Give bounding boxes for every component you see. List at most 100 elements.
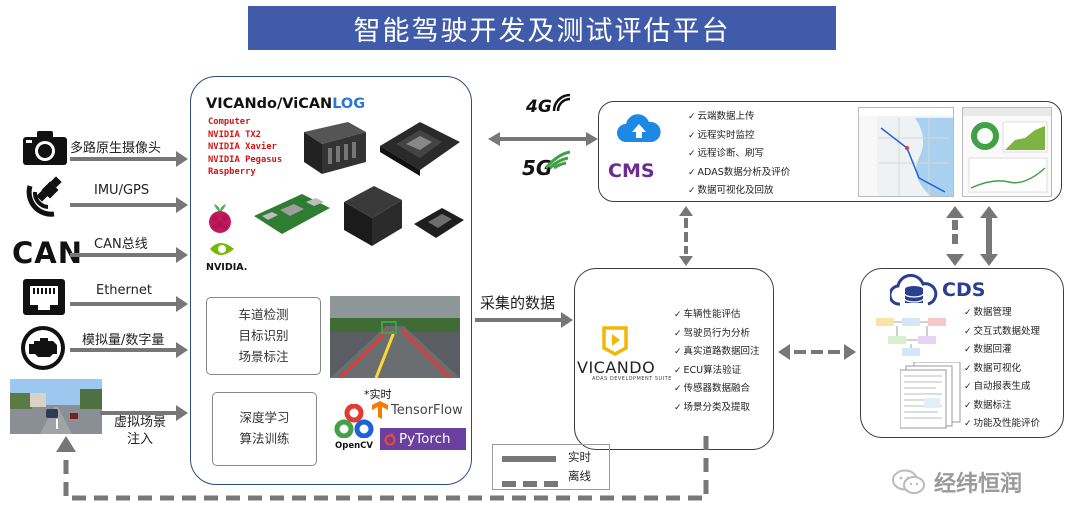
learning-item: 算法训练 bbox=[239, 431, 290, 446]
input-label-virtual-line: 虚拟场景 注入 bbox=[113, 415, 166, 447]
realtime-note: *实时 bbox=[364, 388, 392, 401]
arrow-cms-vicando bbox=[679, 206, 693, 266]
wechat-icon bbox=[892, 469, 925, 494]
satellite-icon bbox=[22, 176, 66, 220]
hardware-computer-list: Computer NVIDIA TX2 NVIDIA Xavier NVIDIA… bbox=[208, 116, 282, 179]
arrow-camera bbox=[70, 151, 188, 167]
arrow-virtual bbox=[100, 405, 188, 421]
nvidia-board-image bbox=[376, 116, 462, 178]
cds-name: CDS bbox=[942, 279, 986, 301]
virtual-scene-thumbnail bbox=[10, 379, 102, 434]
cms-feature-list: 云端数据上传 远程实时监控 远程诊断、刷写 ADAS数据分析及评价 数据可视化及… bbox=[688, 108, 791, 201]
cms-item: 云端数据上传 bbox=[688, 108, 790, 127]
arrow-can bbox=[70, 247, 188, 263]
arrow-cms-cds-dashed bbox=[946, 206, 964, 266]
vicando-item: 场景分类及提取 bbox=[674, 399, 760, 418]
collected-data-label: 采集的数据 bbox=[480, 294, 556, 312]
tensorflow-label: TensorFlow bbox=[391, 402, 463, 418]
arrow-cms-cds-solid bbox=[980, 206, 998, 266]
hardware-title-main: VICANdo/ViCAN bbox=[206, 96, 333, 112]
double-arrow-network bbox=[488, 131, 598, 146]
arrow-imu bbox=[70, 197, 188, 213]
perception-item: 车道检测 bbox=[238, 307, 289, 322]
legend-offline-label: 离线 bbox=[568, 469, 591, 483]
cms-item: 远程实时监控 bbox=[688, 127, 790, 146]
nvidia-logo: NVIDIA. bbox=[206, 238, 250, 278]
vicando-name: VICANDO bbox=[577, 358, 656, 377]
computer-item: NVIDIA Pegasus bbox=[208, 154, 283, 165]
vicando-item: ECU算法验证 bbox=[674, 362, 760, 381]
input-label-virtual: 虚拟场景 注入 bbox=[112, 414, 168, 448]
hardware-title: VICANdo/ViCANLOG bbox=[206, 96, 365, 112]
learning-item: 深度学习 bbox=[239, 410, 290, 425]
page-title: 智能驾驶开发及测试评估平台 bbox=[248, 6, 836, 50]
vicando-logo-icon bbox=[602, 326, 628, 356]
nvidia-label: NVIDIA. bbox=[206, 262, 248, 273]
computer-item: Computer bbox=[208, 117, 251, 127]
pytorch-label: PyTorch bbox=[399, 431, 451, 447]
hardware-title-log: LOG bbox=[332, 96, 366, 112]
input-label-imu: IMU/GPS bbox=[94, 183, 150, 198]
offline-return-path bbox=[54, 436, 714, 506]
ethernet-port-icon bbox=[23, 279, 65, 315]
industrial-computer-image bbox=[298, 118, 370, 176]
cds-item: 自动报表生成 bbox=[964, 378, 1040, 397]
cds-item: 交互式数据处理 bbox=[964, 323, 1041, 342]
cms-item: 数据可视化及回放 bbox=[688, 182, 790, 201]
vicando-item: 驾驶员行为分析 bbox=[674, 325, 760, 344]
cds-flowchart-image bbox=[874, 314, 958, 358]
cds-item: 数据可视化 bbox=[964, 360, 1040, 379]
input-label-ethernet: Ethernet bbox=[96, 283, 152, 298]
lane-detection-image bbox=[330, 296, 460, 380]
cds-item: 数据标注 bbox=[964, 397, 1040, 416]
perception-item: 目标识别 bbox=[238, 328, 289, 343]
input-label-camera: 多路原生摄像头 bbox=[70, 141, 162, 156]
network-4g-icon: 4G bbox=[526, 93, 574, 125]
arrow-vicando-cds bbox=[778, 344, 856, 360]
perception-item: 场景标注 bbox=[238, 349, 289, 364]
vicando-item: 真实道路数据回注 bbox=[674, 343, 760, 362]
legend-realtime-label: 实时 bbox=[568, 450, 591, 464]
nvidia-box-image bbox=[340, 182, 404, 248]
vicando-item: 传感器数据融合 bbox=[674, 380, 760, 399]
raspberry-logo bbox=[206, 202, 234, 234]
opencv-logo: OpenCV bbox=[334, 403, 374, 454]
cds-item: 数据回灌 bbox=[964, 341, 1040, 360]
legend-offline-line bbox=[502, 472, 558, 487]
cds-item: 数据管理 bbox=[964, 304, 1040, 323]
learning-box: 深度学习 算法训练 bbox=[212, 392, 317, 466]
nvidia-module-image bbox=[412, 206, 466, 242]
tensorflow-logo: TensorFlow bbox=[372, 401, 463, 419]
raspberry-board-image bbox=[250, 190, 332, 238]
watermark: 经纬恒润 bbox=[892, 466, 1022, 498]
vicando-item: 车辆性能评估 bbox=[674, 306, 760, 325]
camera-icon bbox=[23, 131, 67, 165]
network-5g-icon: 5G bbox=[522, 148, 578, 180]
pytorch-logo: PyTorch bbox=[380, 428, 466, 450]
computer-item: NVIDIA TX2 bbox=[208, 129, 261, 140]
legend-realtime-line bbox=[502, 456, 556, 462]
cms-map-screenshot bbox=[858, 107, 954, 197]
legend-box bbox=[492, 444, 610, 490]
cds-feature-list: 数据管理 交互式数据处理 数据回灌 数据可视化 自动报表生成 数据标注 功能及性… bbox=[964, 304, 1041, 434]
arrow-analog bbox=[70, 342, 188, 358]
cds-database-cloud-icon bbox=[888, 273, 938, 306]
cms-name: CMS bbox=[608, 160, 655, 182]
arrow-ethernet bbox=[70, 296, 188, 312]
vicando-feature-list: 车辆性能评估 驾驶员行为分析 真实道路数据回注 ECU算法验证 传感器数据融合 … bbox=[674, 306, 760, 417]
cms-item: ADAS数据分析及评价 bbox=[688, 164, 791, 183]
watermark-text: 经纬恒润 bbox=[934, 472, 1023, 497]
input-label-analog: 模拟量/数字量 bbox=[82, 333, 165, 348]
arrow-collected-data bbox=[475, 312, 573, 328]
cms-item: 远程诊断、刷写 bbox=[688, 145, 790, 164]
vicando-subtitle: ADAS DEVELOPMENT SUITE bbox=[592, 376, 672, 382]
input-label-can: CAN总线 bbox=[94, 237, 148, 252]
cms-dashboard-screenshot bbox=[962, 107, 1052, 197]
engine-icon bbox=[20, 325, 66, 371]
computer-item: Raspberry bbox=[208, 167, 256, 177]
perception-box: 车道检测 目标识别 场景标注 bbox=[206, 297, 321, 375]
cds-item: 功能及性能评价 bbox=[964, 415, 1041, 434]
network-4g-label: 4G bbox=[526, 97, 552, 117]
computer-item: NVIDIA Xavier bbox=[208, 142, 277, 152]
opencv-label: OpenCV bbox=[335, 441, 373, 451]
